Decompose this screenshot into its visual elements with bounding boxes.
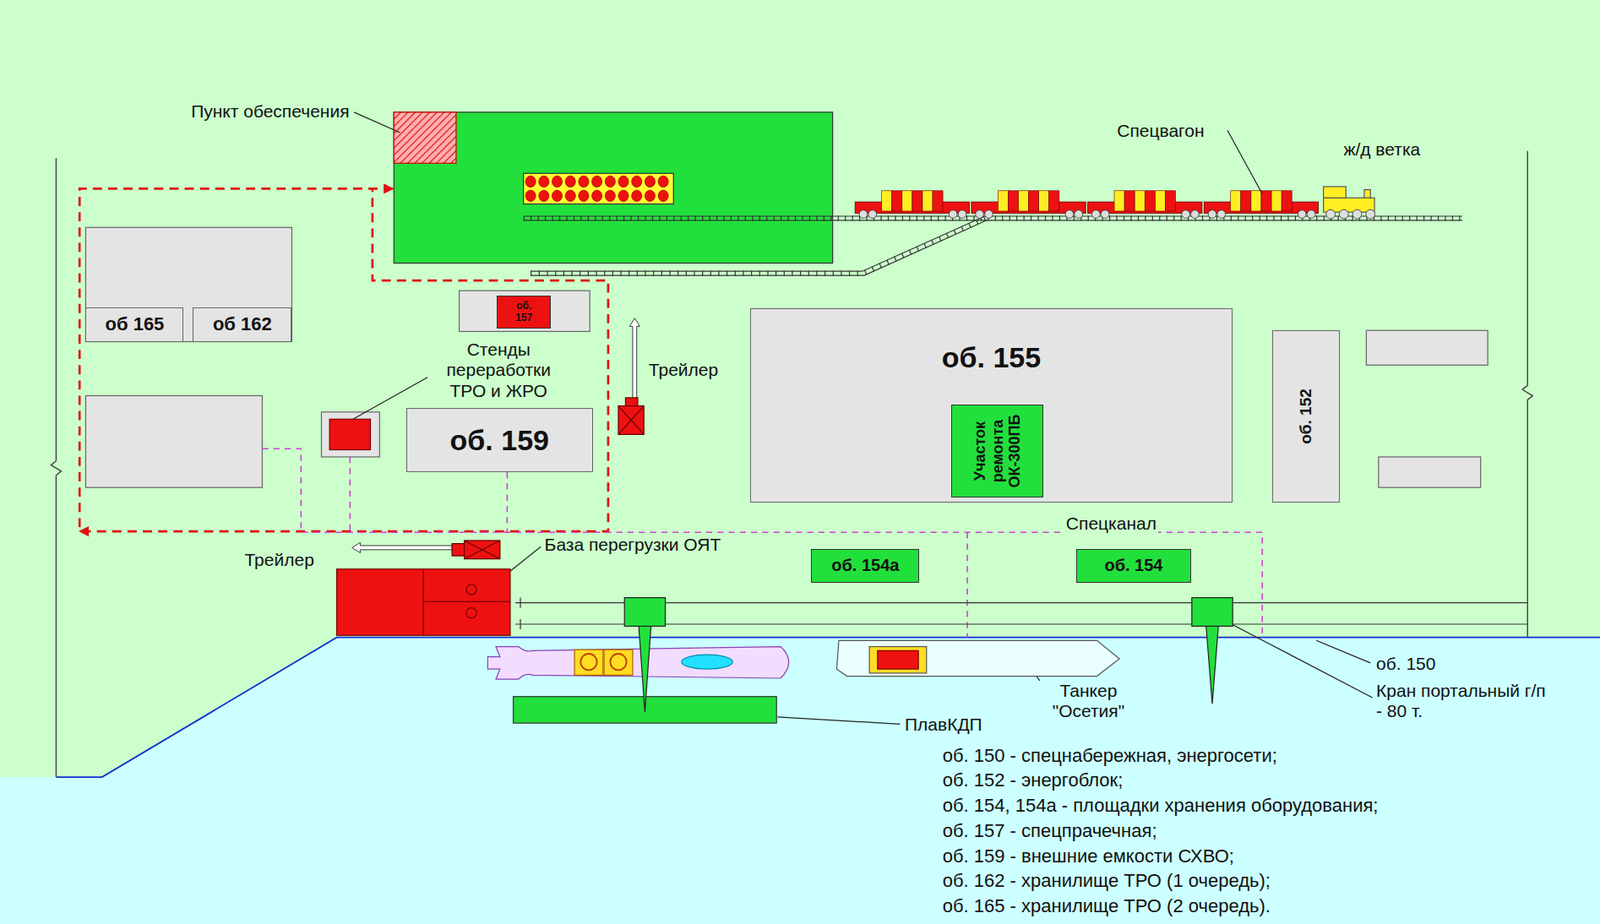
node-label: об. 154а [831, 555, 899, 576]
legend-note: об. 165 - хранилище ТРО (2 очередь). [941, 895, 1273, 917]
callout-label: ПлавКДП [903, 714, 985, 735]
laundry-box: об. 157 [496, 295, 551, 329]
callout-label: База перегрузки ОЯТ [543, 534, 724, 556]
node-label: об 165 [105, 313, 165, 335]
building-box: об. 155Участок ремонта ОК-300ПБ [750, 308, 1233, 504]
callout-label: Кран портальный г/п - 80 т. [1374, 680, 1552, 722]
legend-note: об. 150 - спецнабережная, энергосети; [941, 745, 1279, 767]
callout-label: Спецвагон [1115, 120, 1206, 142]
callout-label: Спецканал [1064, 513, 1159, 534]
node-label: об 162 [212, 313, 273, 335]
node-label: об. 152 [1296, 334, 1316, 499]
callout-label: Трейлер [647, 359, 720, 381]
node-label: об. 155 [941, 341, 1041, 375]
legend-note: об. 159 - внешние емкости СХВО; [941, 845, 1236, 867]
legend-note: об. 162 - хранилище ТРО (1 очередь); [941, 870, 1273, 892]
storage-pad: об. 154а [810, 549, 920, 583]
building-box: об. 159 [406, 408, 594, 473]
building-box: об 165 [85, 307, 184, 343]
callout-label: Танкер "Осетия" [1035, 680, 1142, 722]
legend-note: об. 157 - спецпрачечная; [941, 820, 1160, 842]
callout-label: ж/д ветка [1341, 139, 1422, 160]
callout-label: Стенды переработки ТРО и ЖРО [431, 339, 566, 401]
repair-area: Участок ремонта ОК-300ПБ [951, 404, 1045, 498]
callout-label: Пункт обеспечения [189, 101, 351, 122]
callout-label: об. 150 [1374, 653, 1437, 675]
node-label: Участок ремонта ОК-300ПБ [970, 408, 1024, 494]
legend-note: об. 152 - энергоблок; [941, 769, 1126, 791]
building-box: об 162 [192, 307, 292, 343]
building-box: об. 152 [1272, 330, 1340, 503]
node-label: об. 159 [450, 424, 550, 458]
node-label: об. 154 [1104, 555, 1163, 576]
legend-note: об. 154, 154а - площадки хранения оборуд… [941, 794, 1381, 817]
node-label: об. 157 [515, 300, 533, 325]
callout-label: Трейлер [242, 549, 316, 571]
storage-pad: об. 154 [1076, 549, 1191, 583]
